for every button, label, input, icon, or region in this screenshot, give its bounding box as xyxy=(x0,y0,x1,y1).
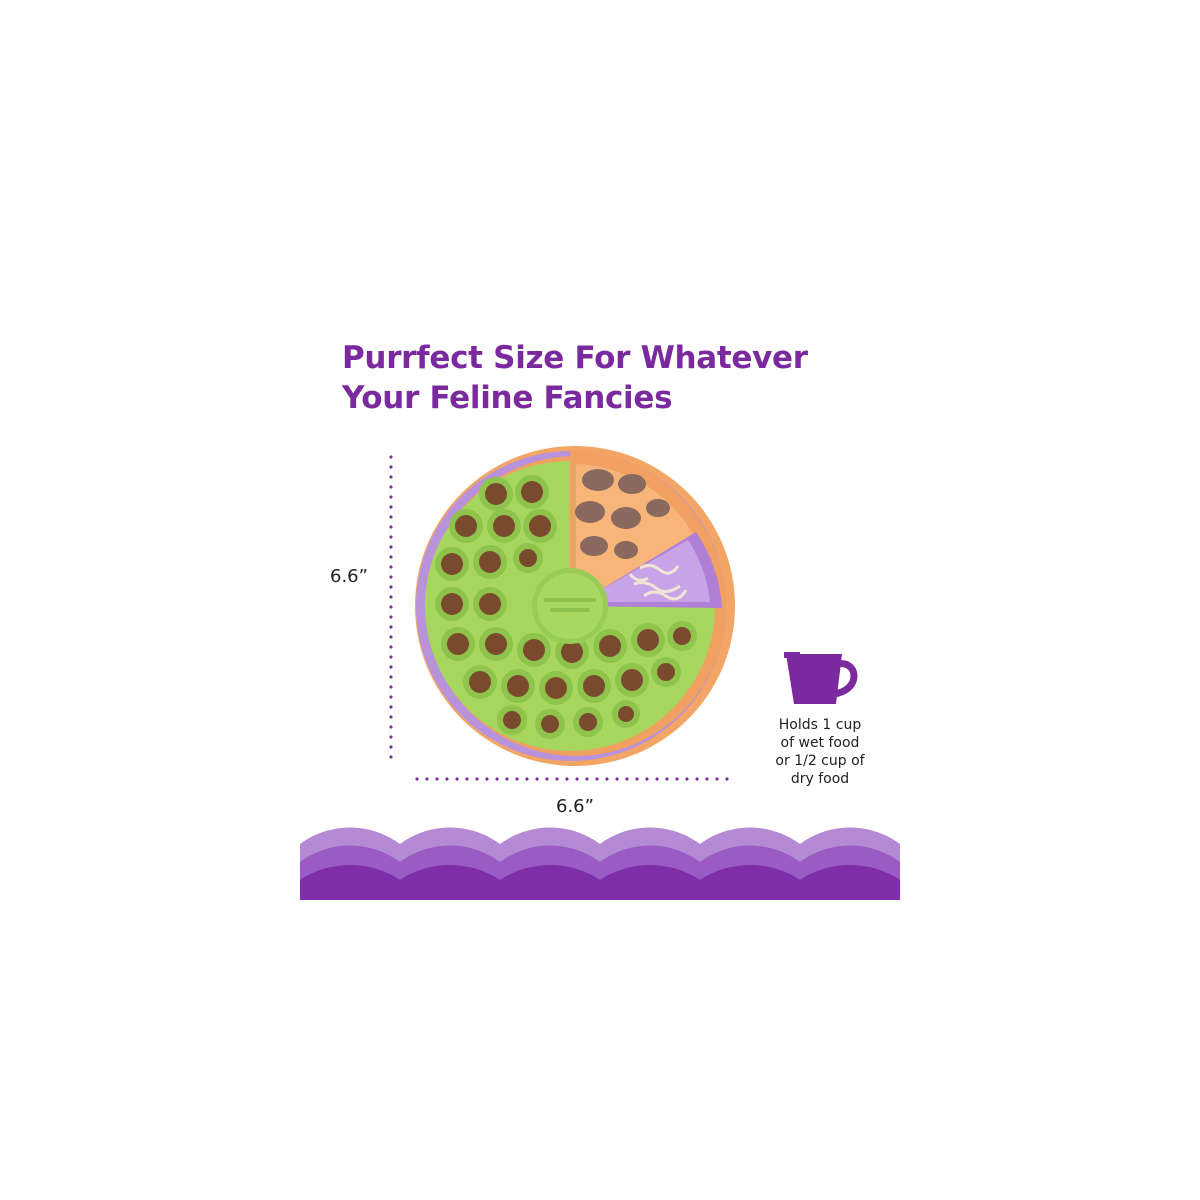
dry-kibble-portions xyxy=(435,475,697,739)
measuring-cup-icon xyxy=(784,652,858,704)
height-dimension-line xyxy=(389,452,393,764)
slow-feeder-bowl-image xyxy=(415,446,735,766)
height-dimension-label: 6.6” xyxy=(330,566,368,587)
decorative-wave-banner xyxy=(300,826,900,900)
shredded-food-portion xyxy=(628,563,688,601)
wave-layer-dark xyxy=(300,865,900,900)
capacity-caption: Holds 1 cup of wet food or 1/2 cup of dr… xyxy=(764,716,876,788)
headline-line-1: Purrfect Size For Whatever xyxy=(342,340,808,376)
capacity-line-3: or 1/2 cup of xyxy=(775,753,865,769)
capacity-line-1: Holds 1 cup xyxy=(778,717,862,733)
center-hub-logo-emboss xyxy=(544,598,596,602)
capacity-line-2: of wet food xyxy=(780,735,860,751)
width-dimension-label: 6.6” xyxy=(556,796,594,817)
capacity-line-4: dry food xyxy=(790,771,850,787)
width-dimension-line xyxy=(412,776,730,782)
headline-line-2: Your Feline Fancies xyxy=(342,380,673,416)
wet-food-portions xyxy=(575,469,670,559)
headline: Purrfect Size For Whatever Your Feline F… xyxy=(342,338,862,418)
